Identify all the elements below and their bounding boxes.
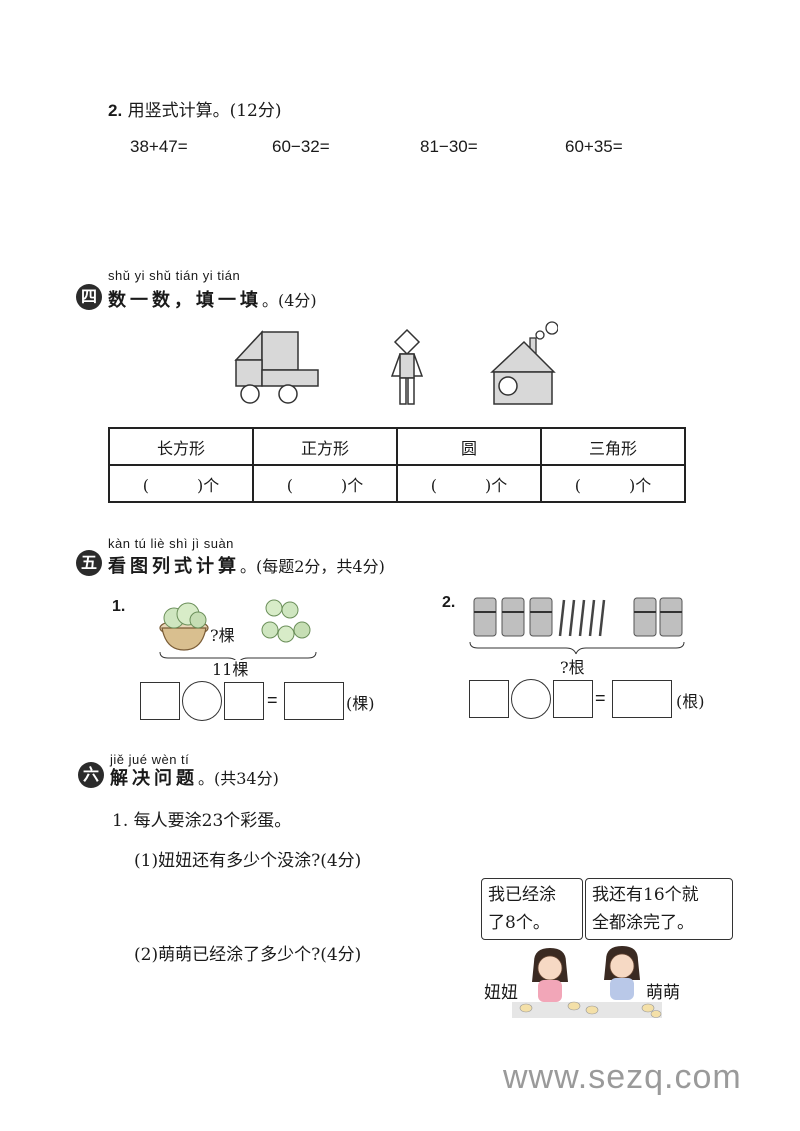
sec4-badge: 四	[76, 284, 102, 310]
answer-cell-circle[interactable]: ( )个	[396, 464, 542, 503]
problem-6-1-sub1: (1)妞妞还有多少个没涂?(4分)	[134, 851, 362, 871]
house-picture	[490, 321, 558, 405]
bubble-niuniu-line2: 了8个。	[488, 913, 550, 933]
table-row: 长方形 正方形 圆 三角形	[108, 427, 686, 466]
sec6-title-text: 解决问题	[110, 768, 198, 789]
answer-cell-triangle[interactable]: ( )个	[540, 464, 686, 503]
cabbage-picture	[159, 599, 317, 660]
sec6-badge: 六	[78, 762, 104, 788]
sec6-title: 解决问题。(共34分)	[110, 764, 279, 790]
header-circle: 圆	[396, 427, 542, 466]
bubble-mengmeng-line2: 全都涂完了。	[592, 913, 694, 933]
answer-box-5-2-result[interactable]	[612, 680, 672, 718]
expr-4: 60+35=	[565, 137, 623, 156]
girls-picture	[512, 946, 662, 1018]
sec4-title-text: 数一数，填一填	[108, 290, 262, 311]
problem-5-1-total: 11棵	[212, 660, 249, 679]
q2-title: 2. 用竖式计算。(12分)	[108, 96, 282, 121]
answer-cell-rectangle[interactable]: ( )个	[108, 464, 254, 503]
expr-2: 60−32=	[272, 137, 330, 156]
sec6-score: 。(共34分)	[198, 769, 279, 788]
bubble-mengmeng-line1: 我还有16个就	[592, 885, 699, 905]
q2-text: 用竖式计算。(12分)	[127, 101, 282, 121]
sec5-badge: 五	[76, 550, 102, 576]
answer-box-5-1-result[interactable]	[284, 682, 344, 720]
table-row: ( )个 ( )个 ( )个 ( )个	[108, 464, 686, 503]
problem-5-2-number: 2.	[442, 594, 456, 611]
watermark: www.sezq.com	[503, 1058, 742, 1096]
speech-bubble-mengmeng: 我还有16个就 全都涂完了。	[585, 878, 733, 940]
q2-number: 2.	[108, 101, 123, 120]
name-mengmeng: 萌萌	[646, 983, 680, 1003]
stick-bundles-picture	[469, 597, 685, 655]
problem-6-1: 1. 每人要涂23个彩蛋。	[112, 811, 292, 831]
expr-3: 81−30=	[420, 137, 478, 156]
person-picture	[390, 328, 424, 405]
shape-count-table: 长方形 正方形 圆 三角形 ( )个 ( )个 ( )个 ( )个	[108, 427, 686, 503]
problem-5-1-number: 1.	[112, 598, 126, 615]
equals-sign-5-1: =	[267, 690, 278, 710]
answer-box-5-1-b[interactable]	[224, 682, 264, 720]
header-triangle: 三角形	[540, 427, 686, 466]
answer-box-5-2-a[interactable]	[469, 680, 509, 718]
truck-picture	[234, 330, 319, 404]
bubble-niuniu-line1: 我已经涂	[488, 885, 556, 905]
equals-sign-5-2: =	[595, 688, 606, 708]
operator-circle-5-2[interactable]	[511, 679, 551, 719]
operator-circle-5-1[interactable]	[182, 681, 222, 721]
sec5-pinyin: kàn tú liè shì jì suàn	[108, 536, 234, 551]
header-rectangle: 长方形	[108, 427, 254, 466]
sec6-pinyin: jiě jué wèn tí	[110, 752, 190, 767]
problem-5-1-question: ?棵	[210, 626, 235, 645]
header-square: 正方形	[252, 427, 398, 466]
sec5-title: 看图列式计算。(每题2分，共4分)	[108, 552, 385, 578]
problem-5-1-unit: (棵)	[346, 694, 375, 713]
answer-cell-square[interactable]: ( )个	[252, 464, 398, 503]
speech-bubble-niuniu: 我已经涂 了8个。	[481, 878, 583, 940]
answer-box-5-1-a[interactable]	[140, 682, 180, 720]
problem-6-1-sub2: (2)萌萌已经涂了多少个?(4分)	[134, 945, 362, 965]
problem-5-2-question: ?根	[560, 658, 585, 677]
name-niuniu: 妞妞	[484, 983, 518, 1003]
expr-1: 38+47=	[130, 137, 188, 156]
answer-box-5-2-b[interactable]	[553, 680, 593, 718]
sec4-pinyin: shǔ yi shǔ tián yi tián	[108, 268, 241, 283]
problem-5-2-unit: (根)	[676, 692, 705, 711]
sec4-title: 数一数，填一填。(4分)	[108, 286, 317, 312]
sec4-score: 。(4分)	[262, 291, 317, 310]
sec5-score: 。(每题2分，共4分)	[240, 557, 385, 576]
sec5-title-text: 看图列式计算	[108, 556, 240, 577]
